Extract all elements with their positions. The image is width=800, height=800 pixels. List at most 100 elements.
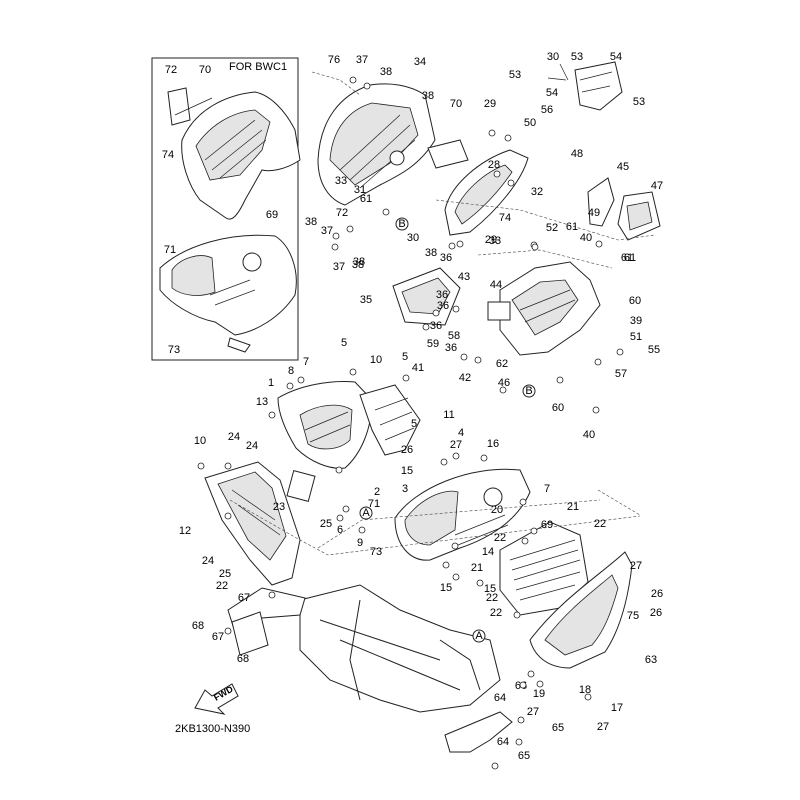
callout-41: 41 [412, 362, 424, 374]
bolt-icon [519, 681, 527, 689]
ref-circle-a1: A [359, 506, 373, 520]
callout-61: 61 [566, 221, 578, 233]
callout-69: 69 [266, 209, 278, 221]
callout-51: 51 [630, 331, 642, 343]
bolt-icon [224, 462, 232, 470]
callout-5: 5 [411, 418, 417, 430]
callout-26: 26 [401, 444, 413, 456]
callout-59: 59 [427, 338, 439, 350]
bolt-icon [332, 232, 340, 240]
callout-56: 56 [541, 104, 553, 116]
bolt-icon [452, 452, 460, 460]
callout-50: 50 [524, 117, 536, 129]
callout-29: 29 [484, 98, 496, 110]
callout-74: 74 [162, 149, 174, 161]
bolt-icon [491, 762, 499, 770]
bolt-icon [460, 353, 468, 361]
bolt-icon [382, 208, 390, 216]
callout-5: 5 [341, 337, 347, 349]
main-fairing [277, 381, 421, 469]
callout-26: 26 [651, 588, 663, 600]
callout-37: 37 [333, 261, 345, 273]
bolt-icon [451, 542, 459, 550]
bolt-icon [584, 693, 592, 701]
callout-67: 67 [212, 631, 224, 643]
callout-53: 53 [633, 96, 645, 108]
callout-13: 13 [256, 396, 268, 408]
side-duct-35 [392, 267, 461, 326]
callout-62: 62 [496, 358, 508, 370]
bolt-icon [268, 411, 276, 419]
callout-8: 8 [288, 365, 294, 377]
callout-49: 49 [588, 207, 600, 219]
bolt-icon [594, 358, 602, 366]
callout-45: 45 [617, 161, 629, 173]
callout-5: 5 [402, 351, 408, 363]
callout-12: 12 [179, 525, 191, 537]
side-panel-14 [394, 468, 531, 561]
bolt-icon [488, 129, 496, 137]
fasteners [197, 76, 624, 770]
callout-73: 73 [370, 546, 382, 558]
brackets-45-47 [587, 177, 661, 241]
inset-panel [159, 234, 297, 353]
callout-60: 60 [552, 402, 564, 414]
callout-25: 25 [320, 518, 332, 530]
bolt-icon [268, 591, 276, 599]
callout-21: 21 [471, 562, 483, 574]
callout-27: 27 [630, 560, 642, 572]
callout-55: 55 [648, 344, 660, 356]
svg-text:A: A [362, 507, 370, 519]
inset-side-cover [167, 87, 301, 220]
meter-bracket [547, 61, 623, 111]
callout-74: 74 [499, 212, 511, 224]
center-frame-assembly [487, 261, 601, 356]
callout-10: 10 [370, 354, 382, 366]
callout-6: 6 [337, 524, 343, 536]
inner-panel-28 [427, 139, 529, 236]
frame-outline [299, 584, 501, 713]
callout-65: 65 [518, 750, 530, 762]
callout-42: 42 [459, 372, 471, 384]
callout-20: 20 [491, 504, 503, 516]
bolt-icon [527, 670, 535, 678]
callout-22: 22 [494, 532, 506, 544]
callout-64: 64 [497, 736, 509, 748]
callout-33: 33 [489, 235, 501, 247]
callout-30: 30 [407, 232, 419, 244]
bolt-icon [224, 512, 232, 520]
bolt-icon [616, 348, 624, 356]
callout-57: 57 [615, 368, 627, 380]
callout-19: 19 [533, 688, 545, 700]
callout-46: 46 [498, 377, 510, 389]
callout-14: 14 [482, 546, 494, 558]
callout-47: 47 [651, 180, 663, 192]
inset-label: FOR BWC1 [229, 61, 287, 73]
callout-36: 36 [436, 289, 448, 301]
ref-circle-b1: B [395, 217, 409, 231]
bolt-icon [346, 225, 354, 233]
callout-58: 58 [448, 330, 460, 342]
bolt-icon [342, 505, 350, 513]
callout-26: 26 [650, 607, 662, 619]
callout-53: 53 [571, 51, 583, 63]
callout-7: 7 [544, 483, 550, 495]
callout-10: 10 [194, 435, 206, 447]
callout-72: 72 [336, 207, 348, 219]
callout-15: 15 [440, 582, 452, 594]
bolt-icon [197, 462, 205, 470]
ref-circle-a2: A [472, 629, 486, 643]
callout-76: 76 [328, 54, 340, 66]
bolt-icon [476, 579, 484, 587]
bolt-icon [402, 374, 410, 382]
callout-37: 37 [356, 54, 368, 66]
callout-21: 21 [567, 501, 579, 513]
callout-48: 48 [571, 148, 583, 160]
ref-circle-b2: B [522, 384, 536, 398]
callout-60: 60 [629, 295, 641, 307]
callout-54: 54 [546, 87, 558, 99]
bolt-icon [531, 243, 539, 251]
callout-73: 73 [168, 344, 180, 356]
bolt-icon [521, 537, 529, 545]
